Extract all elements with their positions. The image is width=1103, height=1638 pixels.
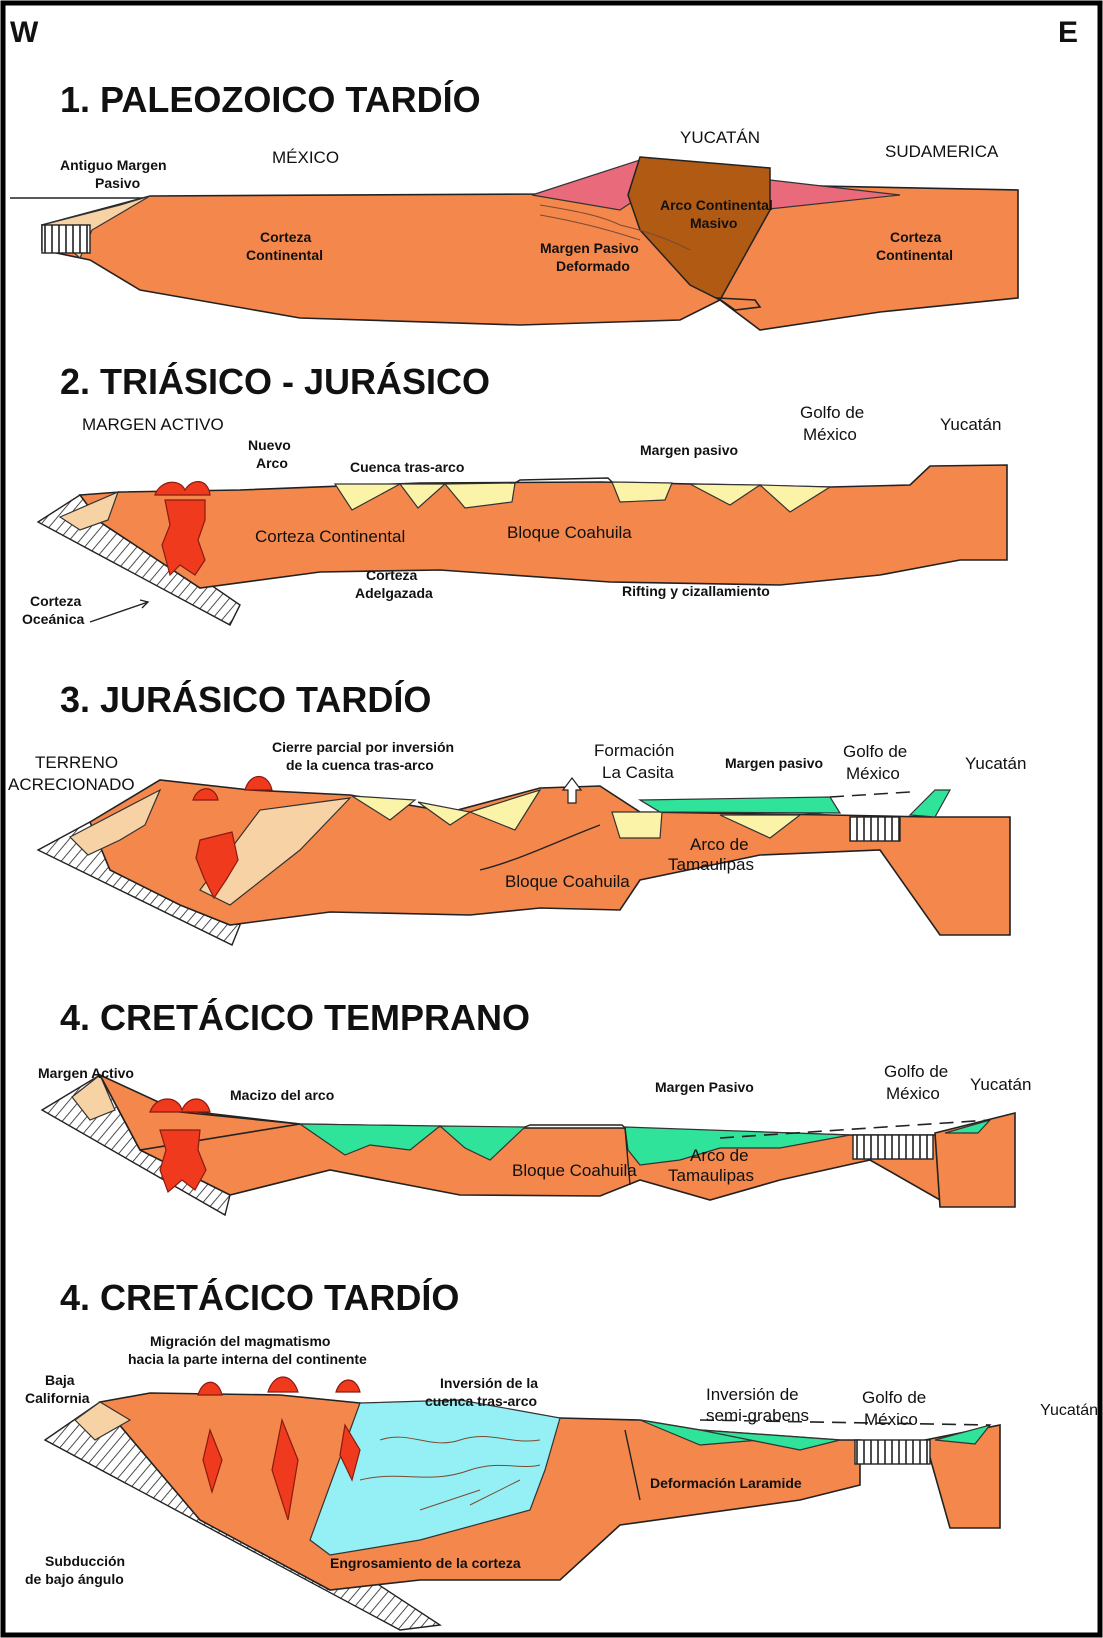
label-margen-pasivo-4: Margen Pasivo	[655, 1079, 754, 1095]
label-yucatan-5: Yucatán	[1040, 1402, 1098, 1419]
panel-4-title: 4. CRETÁCICO TEMPRANO	[60, 997, 530, 1038]
arrow-oceanica	[90, 600, 148, 622]
volcano-3b	[245, 777, 272, 791]
label-bloque-3: Bloque Coahuila	[505, 872, 630, 891]
label-cuenca-tras-arco-2: Cuenca tras-arco	[350, 459, 464, 475]
label-yucatan-3: Yucatán	[965, 754, 1026, 773]
label-golfo-4: Golfo deMéxico	[884, 1062, 948, 1103]
label-migracion: Migración del magmatismohacia la parte i…	[128, 1333, 367, 1367]
panel-1-title: 1. PALEOZOICO TARDÍO	[60, 79, 481, 120]
label-margen-activo-4: Margen Activo	[38, 1065, 134, 1081]
label-laramide: Deformación Laramide	[650, 1475, 802, 1491]
arc-volcano-2	[155, 482, 210, 495]
oceanic-gulf-3	[850, 817, 900, 841]
oceanic-gulf-4	[853, 1135, 933, 1159]
sea-level-3	[830, 792, 910, 797]
label-margen-pasivo-2: Margen pasivo	[640, 442, 738, 458]
east-label: E	[1058, 16, 1078, 49]
panel-3-title: 3. JURÁSICO TARDÍO	[60, 679, 431, 720]
label-bloque-4: Bloque Coahuila	[512, 1161, 637, 1180]
label-yucatan-2: Yucatán	[940, 415, 1001, 434]
label-yucatan-1: YUCATÁN	[680, 128, 760, 147]
oceanic-gulf-5	[855, 1440, 930, 1464]
label-margen-pasivo-3: Margen pasivo	[725, 755, 823, 771]
label-macizo: Macizo del arco	[230, 1087, 334, 1103]
panel-2-triasico-jurasico: 2. TRIÁSICO - JURÁSICO MARGEN ACTIVO Nue…	[22, 361, 1007, 627]
volcano-5c	[336, 1380, 360, 1392]
carbonate-3b	[640, 797, 840, 813]
carbonate-yucatan-3	[910, 790, 950, 817]
volcano-4	[150, 1099, 210, 1112]
volcano-5a	[198, 1382, 222, 1395]
label-sudamerica: SUDAMERICA	[885, 142, 999, 161]
panel-2-title: 2. TRIÁSICO - JURÁSICO	[60, 361, 490, 402]
west-label: W	[10, 16, 39, 49]
arc-pluton-2	[162, 500, 205, 575]
label-engrosamiento: Engrosamiento de la corteza	[330, 1555, 521, 1571]
label-yucatan-4: Yucatán	[970, 1075, 1031, 1094]
label-golfo-5: Golfo deMéxico	[862, 1388, 926, 1429]
panel-5-title: 4. CRETÁCICO TARDÍO	[60, 1277, 459, 1318]
basin-4	[612, 482, 672, 502]
label-mexico: MÉXICO	[272, 148, 339, 167]
label-corteza-continental-2: Corteza Continental	[255, 527, 405, 546]
panel-4-cretacico-temprano: 4. CRETÁCICO TEMPRANO Margen Activo Maci…	[38, 997, 1031, 1215]
basin-3d	[612, 812, 662, 838]
label-bloque-coahuila-2: Bloque Coahuila	[507, 523, 632, 542]
label-inversion-cuenca: Inversión de lacuenca tras-arco	[425, 1375, 538, 1409]
panel-5-cretacico-tardio: 4. CRETÁCICO TARDÍO Migración del magmat…	[25, 1277, 1098, 1630]
slab-stub	[42, 225, 90, 253]
label-margen-activo-2: MARGEN ACTIVO	[82, 415, 224, 434]
label-rifting: Rifting y cizallamiento	[622, 583, 770, 599]
volcano-5b	[268, 1377, 298, 1392]
